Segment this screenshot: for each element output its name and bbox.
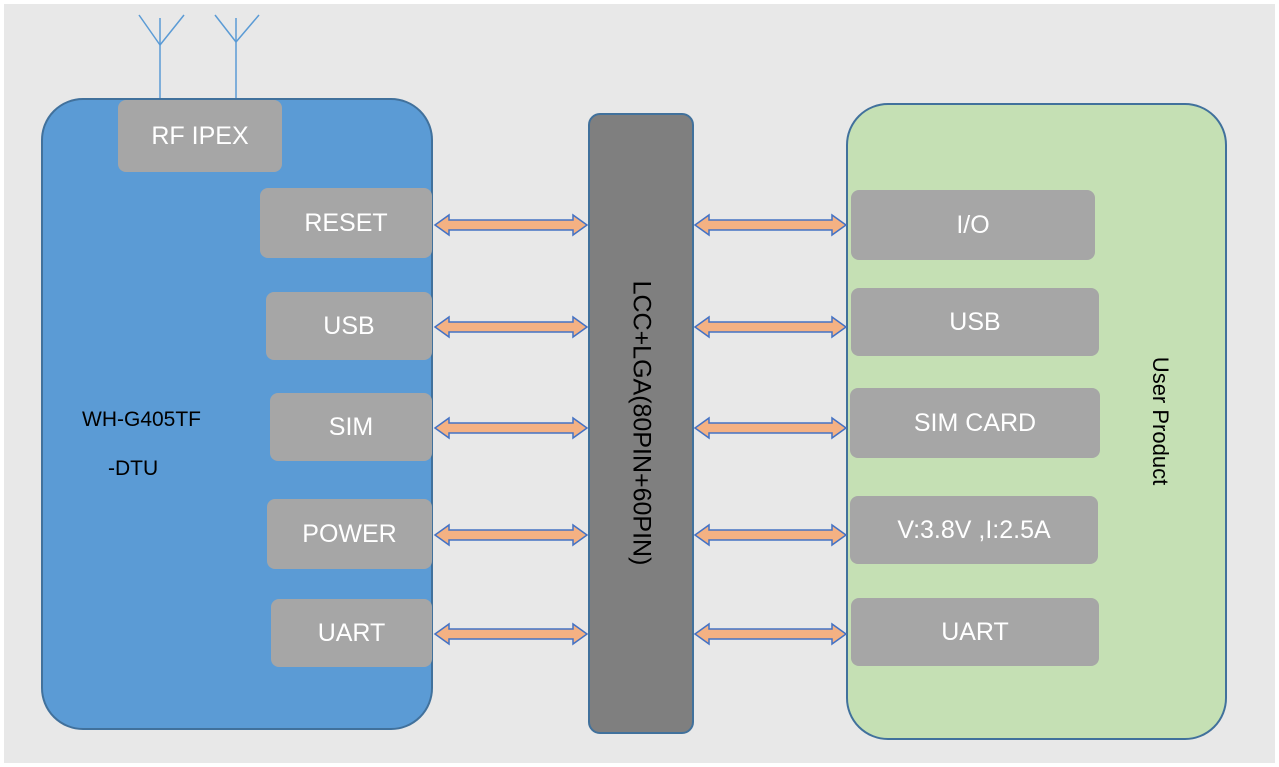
user-pin-usb: USB <box>851 288 1099 356</box>
module-bus-arrow-3 <box>433 416 589 440</box>
user-pin-sim-card: SIM CARD <box>850 388 1100 458</box>
bus-user-arrow-1 <box>693 213 848 237</box>
module-pin-reset: RESET <box>260 188 432 258</box>
module-pin-power: POWER <box>267 499 432 569</box>
module-bus-arrow-4 <box>433 523 589 547</box>
module-bus-arrow-2 <box>433 315 589 339</box>
antenna-icon <box>214 14 260 100</box>
module-bus-arrow-5 <box>433 622 589 646</box>
module-pin-uart: UART <box>271 599 432 667</box>
module-bus-arrow-1 <box>433 213 589 237</box>
module-pin-usb: USB <box>266 292 432 360</box>
bus-user-arrow-3 <box>693 416 848 440</box>
module-name-line2: -DTU <box>108 457 159 480</box>
user-pin-io: I/O <box>851 190 1095 260</box>
antenna-icon <box>138 14 185 100</box>
bus-user-arrow-4 <box>693 523 848 547</box>
module-pin-sim: SIM <box>270 393 432 461</box>
user-pin-uart: UART <box>851 598 1099 666</box>
module-name-line1: WH-G405TF <box>82 408 202 431</box>
bus-user-arrow-5 <box>693 622 848 646</box>
lcc-lga-bus <box>588 113 694 734</box>
bus-user-arrow-2 <box>693 315 848 339</box>
user-pin-power-spec: V:3.8V ,I:2.5A <box>850 496 1098 564</box>
rf-ipex-port: RF IPEX <box>118 100 282 172</box>
